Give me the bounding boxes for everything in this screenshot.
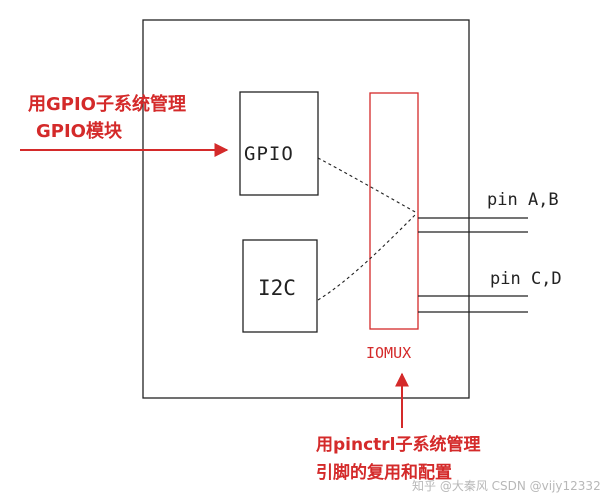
pin-ab-label: pin A,B <box>487 190 559 210</box>
gpio-block-label: GPIO <box>244 143 294 165</box>
watermark: 知乎 @大秦风 CSDN @vijy123321 <box>412 479 600 493</box>
iomux-block-label: IOMUX <box>366 344 411 362</box>
gpio-annotation-line1: 用GPIO子系统管理 <box>28 93 186 115</box>
i2c-to-iomux-dotted-line <box>317 212 418 301</box>
gpio-annotation-line2: GPIO模块 <box>36 120 123 142</box>
gpio-to-iomux-dotted-line <box>317 157 418 214</box>
gpio-block <box>239 91 319 196</box>
pinctrl-annotation-line1: 用pinctrl子系统管理 <box>316 434 481 455</box>
pinctrl-annotation-line2: 引脚的复用和配置 <box>316 462 452 483</box>
i2c-block <box>242 239 318 333</box>
chip-boundary <box>142 19 470 399</box>
i2c-block-label: I2C <box>258 276 296 300</box>
iomux-block <box>369 92 419 330</box>
pin-cd-label: pin C,D <box>490 269 562 289</box>
